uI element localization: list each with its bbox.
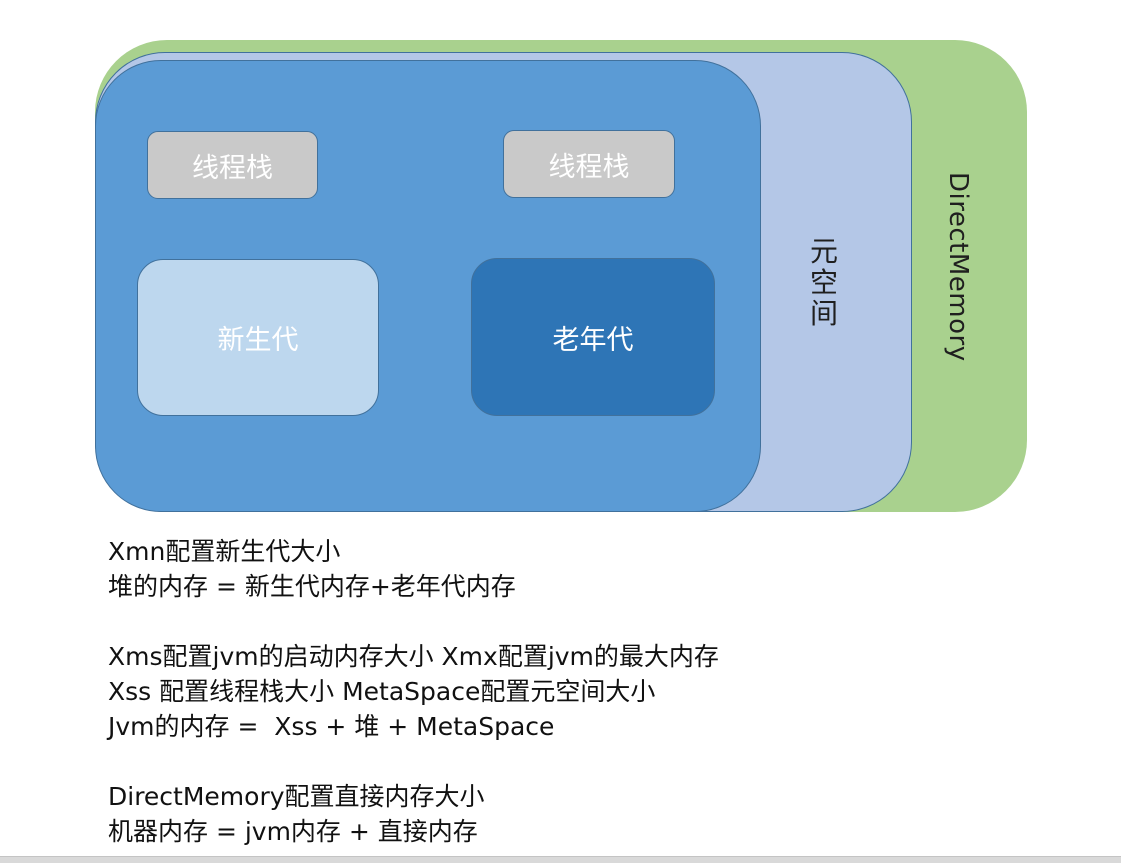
- note-line: DirectMemory配置直接内存大小: [108, 782, 485, 811]
- note-line: Jvm的内存 = Xss + 堆 + MetaSpace: [108, 712, 555, 741]
- thread-stack-label-1: 线程栈: [192, 152, 273, 184]
- note-line: Xss 配置线程栈大小 MetaSpace配置元空间大小: [108, 677, 656, 706]
- metaspace-label: 元 空 间: [809, 235, 838, 330]
- note-line: Xmn配置新生代大小: [108, 537, 341, 566]
- note-line: Xms配置jvm的启动内存大小 Xmx配置jvm的最大内存: [108, 642, 719, 671]
- young-generation-box: 新生代: [137, 259, 379, 416]
- thread-stack-box-2: 线程栈: [503, 130, 675, 198]
- old-generation-label: 老年代: [552, 324, 634, 356]
- old-generation-box: 老年代: [471, 258, 715, 416]
- note-line: 机器内存 = jvm内存 + 直接内存: [108, 817, 478, 846]
- young-generation-label: 新生代: [217, 325, 299, 356]
- note-line: 堆的内存 = 新生代内存+老年代内存: [108, 572, 516, 601]
- note-line: [108, 604, 719, 639]
- note-line: [108, 744, 719, 779]
- horizontal-scrollbar[interactable]: [0, 856, 1121, 863]
- notes-text-block: Xmn配置新生代大小 堆的内存 = 新生代内存+老年代内存 Xms配置jvm的启…: [108, 534, 719, 849]
- thread-stack-label-2: 线程栈: [548, 151, 630, 183]
- thread-stack-box-1: 线程栈: [147, 131, 318, 199]
- direct-memory-label: DirectMemory: [943, 172, 973, 362]
